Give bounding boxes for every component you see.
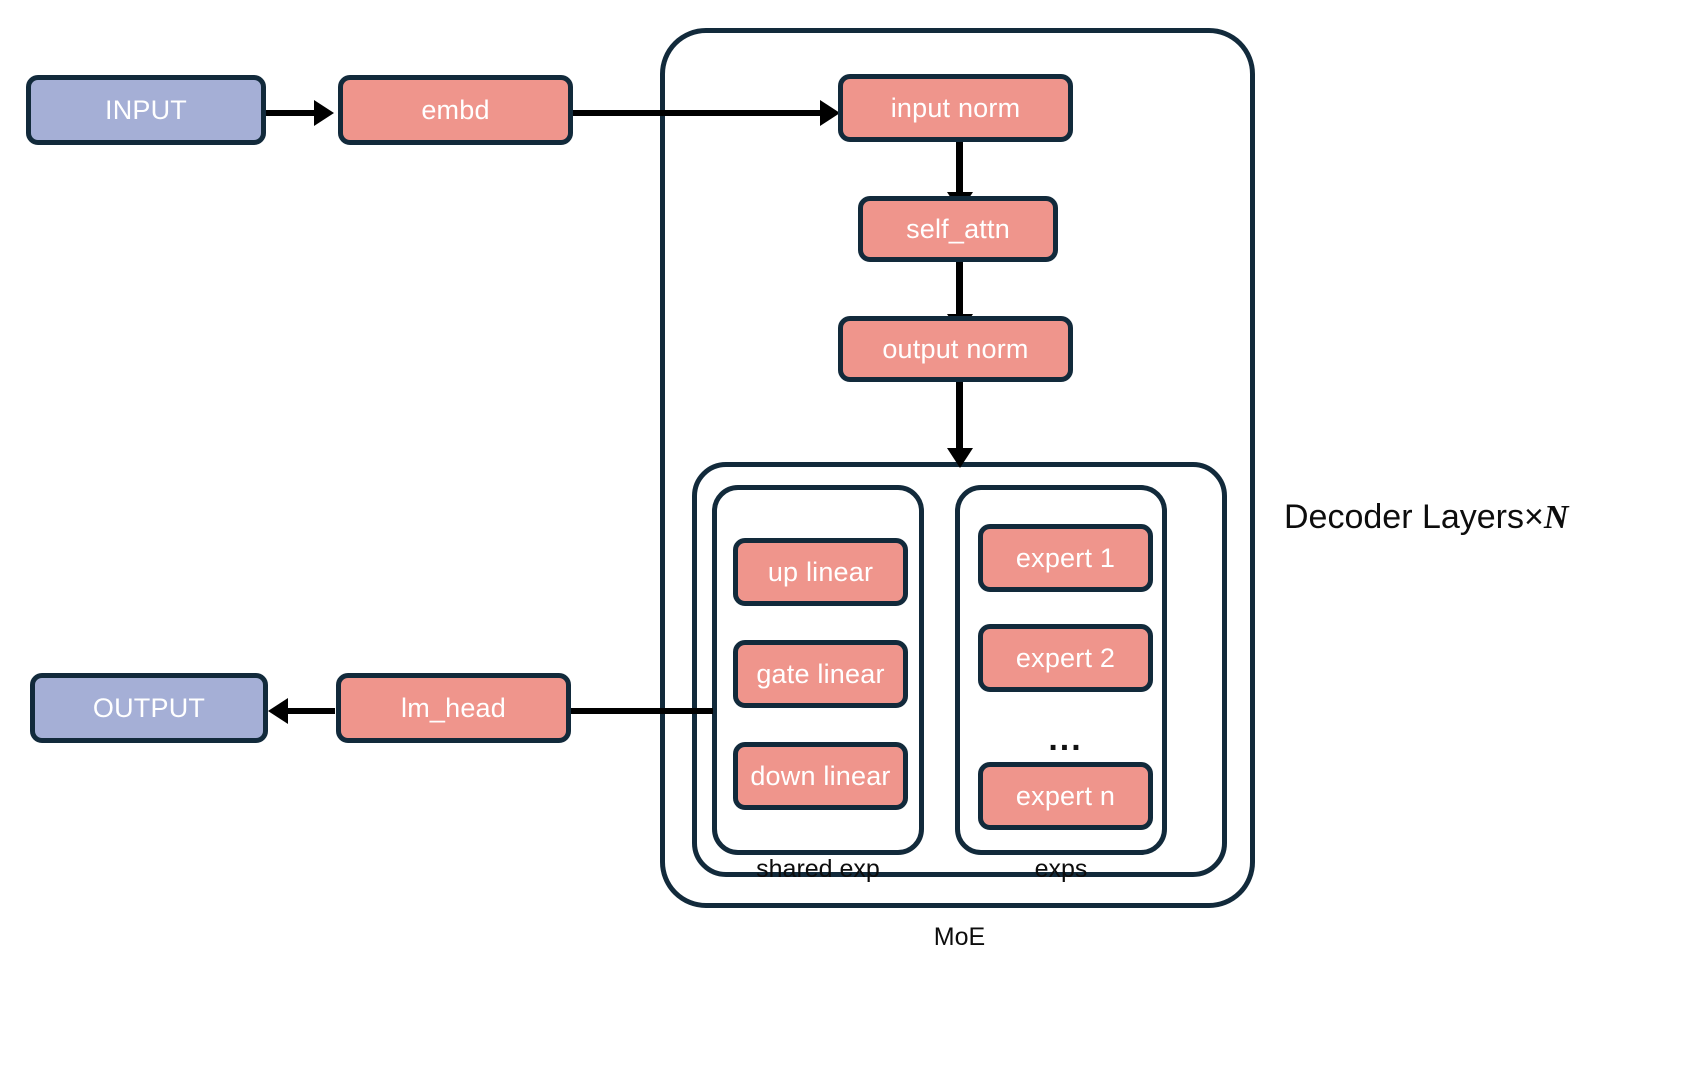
experts-label: exps	[1034, 855, 1088, 883]
edge-self-attn-to-output-norm-line	[956, 262, 963, 324]
moe-label: MoE	[933, 923, 986, 951]
node-expert-1[interactable]: expert 1	[978, 524, 1153, 592]
decoder-layers-container	[660, 28, 1255, 908]
shared-expert-label: shared exp	[756, 855, 880, 883]
experts-container	[955, 485, 1167, 855]
node-up-linear[interactable]: up linear	[733, 538, 908, 606]
experts-ellipsis: ...	[1048, 720, 1083, 758]
edge-embd-to-input-norm-line	[567, 110, 827, 116]
edge-input-to-embd-arrowhead	[314, 100, 334, 126]
node-gate-linear[interactable]: gate linear	[733, 640, 908, 708]
edge-lm-head-to-output-arrowhead	[268, 698, 288, 724]
edge-embd-to-input-norm-arrowhead	[820, 100, 840, 126]
node-output-norm[interactable]: output norm	[838, 316, 1073, 382]
decoder-layers-label-prefix: Decoder Layers×	[1284, 498, 1544, 536]
edge-input-to-embd-line	[266, 110, 316, 116]
edge-lm-head-to-output-line	[285, 708, 335, 714]
edge-decoder-to-lm-head-line	[568, 708, 713, 714]
edge-output-norm-to-moe-arrowhead	[947, 448, 973, 468]
decoder-layers-label: Decoder Layers×N	[1284, 500, 1568, 535]
node-lm-head[interactable]: lm_head	[336, 673, 571, 743]
node-down-linear[interactable]: down linear	[733, 742, 908, 810]
node-expert-n[interactable]: expert n	[978, 762, 1153, 830]
shared-expert-container	[712, 485, 924, 855]
node-input-norm[interactable]: input norm	[838, 74, 1073, 142]
node-input[interactable]: INPUT	[26, 75, 266, 145]
node-expert-2[interactable]: expert 2	[978, 624, 1153, 692]
decoder-layers-label-n: N	[1543, 499, 1569, 536]
edge-input-norm-to-self-attn-line	[956, 140, 963, 202]
node-self-attn[interactable]: self_attn	[858, 196, 1058, 262]
node-output[interactable]: OUTPUT	[30, 673, 268, 743]
edge-output-norm-to-moe-line	[956, 382, 963, 460]
node-embd[interactable]: embd	[338, 75, 573, 145]
